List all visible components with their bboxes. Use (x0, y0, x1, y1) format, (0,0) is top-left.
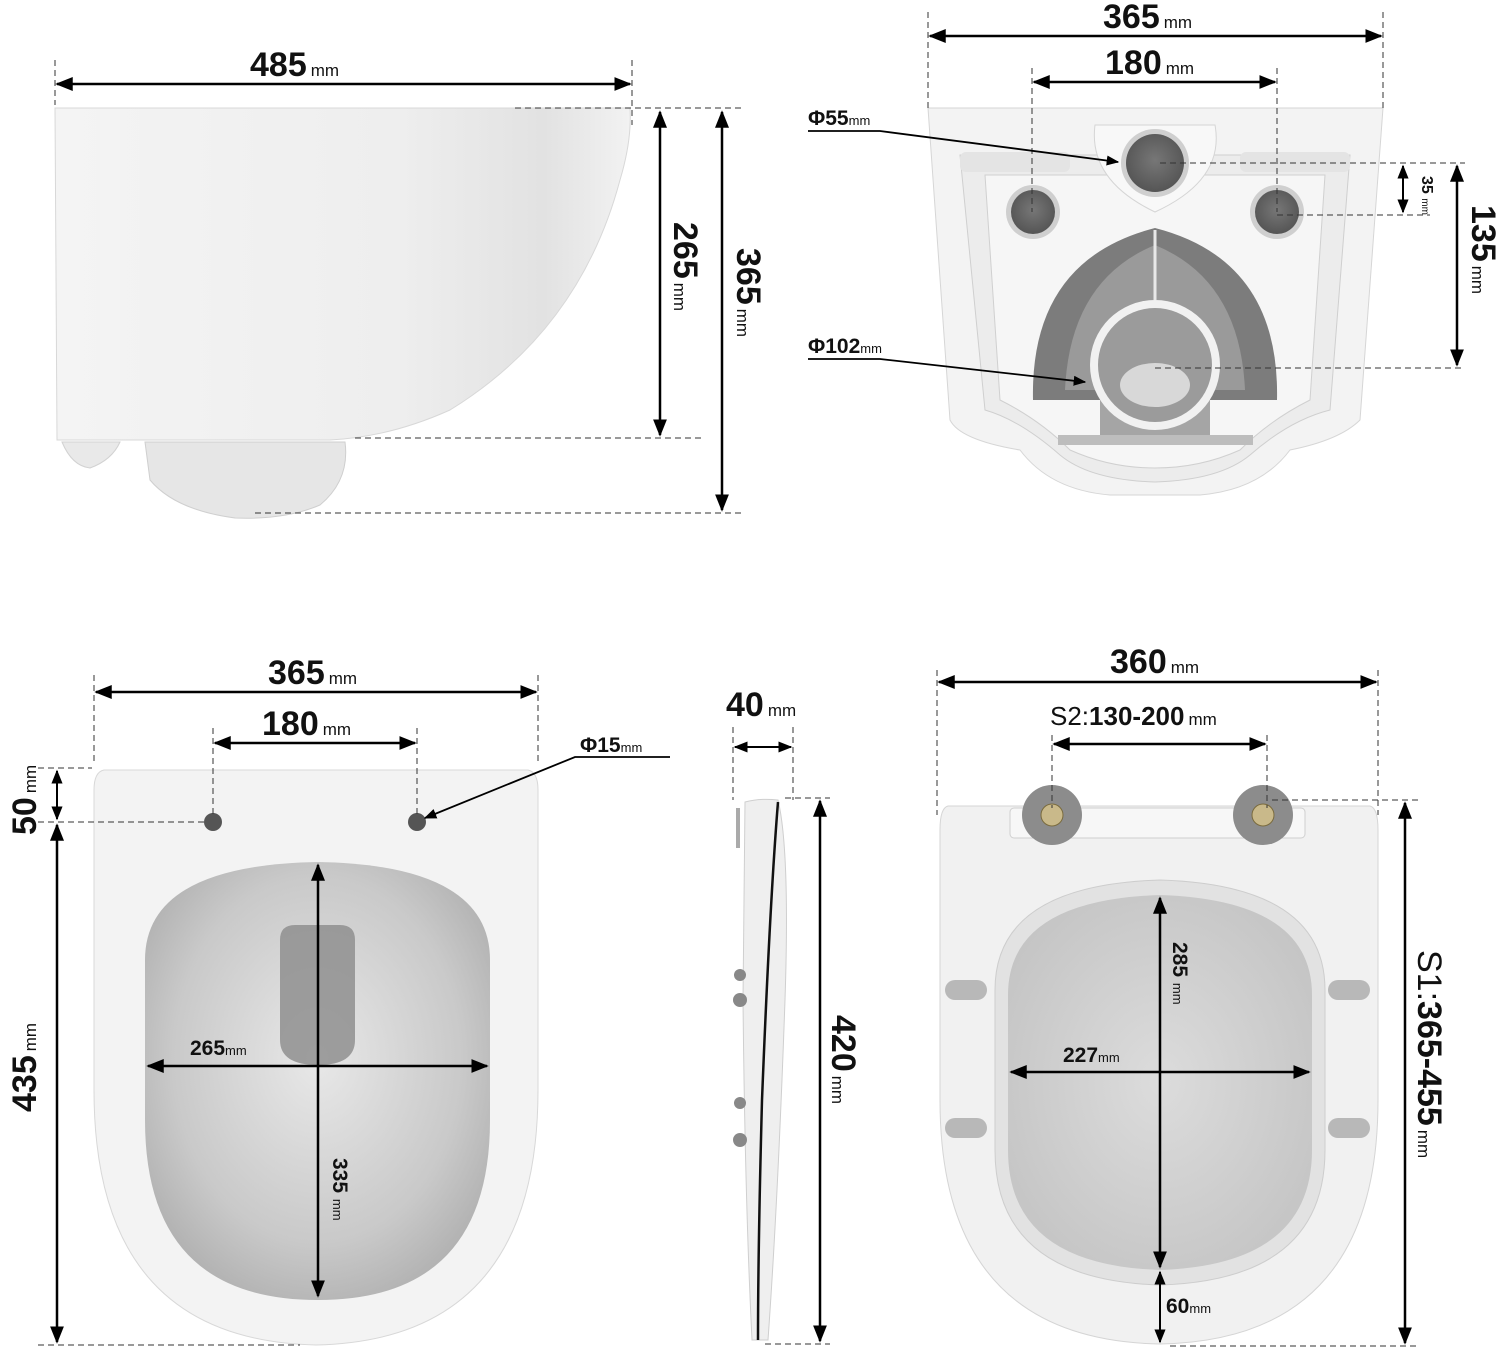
hole-diameter-label: Φ15mm (580, 734, 643, 757)
outlet-height-label: 135mm (1464, 205, 1500, 295)
bowl-length-label: 335 mm (328, 1158, 351, 1221)
top-view (38, 675, 670, 1346)
opening-width-label: 227mm (1063, 1044, 1120, 1067)
side-view (54, 60, 745, 519)
opening-length-label: 285 mm (1168, 942, 1191, 1005)
inlet-diameter-label: Φ55mm (808, 107, 871, 130)
side-total-height-label: 365mm (729, 248, 767, 338)
outlet-diameter-label: Φ102mm (808, 335, 882, 358)
bowl-width-label: 265mm (190, 1037, 247, 1060)
top-length-label: 435mm (6, 1022, 44, 1112)
seat-length-label: 420mm (824, 1015, 862, 1105)
inlet-offset-label: 35 mm (1418, 176, 1435, 215)
front-rim-label: 60mm (1166, 1295, 1212, 1318)
seat-adjustable-length-label: S1:365-455mm (1410, 950, 1448, 1159)
seat-profile (732, 727, 830, 1345)
back-view (808, 12, 1465, 496)
seat-top (936, 670, 1420, 1347)
side-rim-height-label: 265mm (666, 222, 704, 312)
hole-to-back-label: 50mm (6, 764, 44, 835)
